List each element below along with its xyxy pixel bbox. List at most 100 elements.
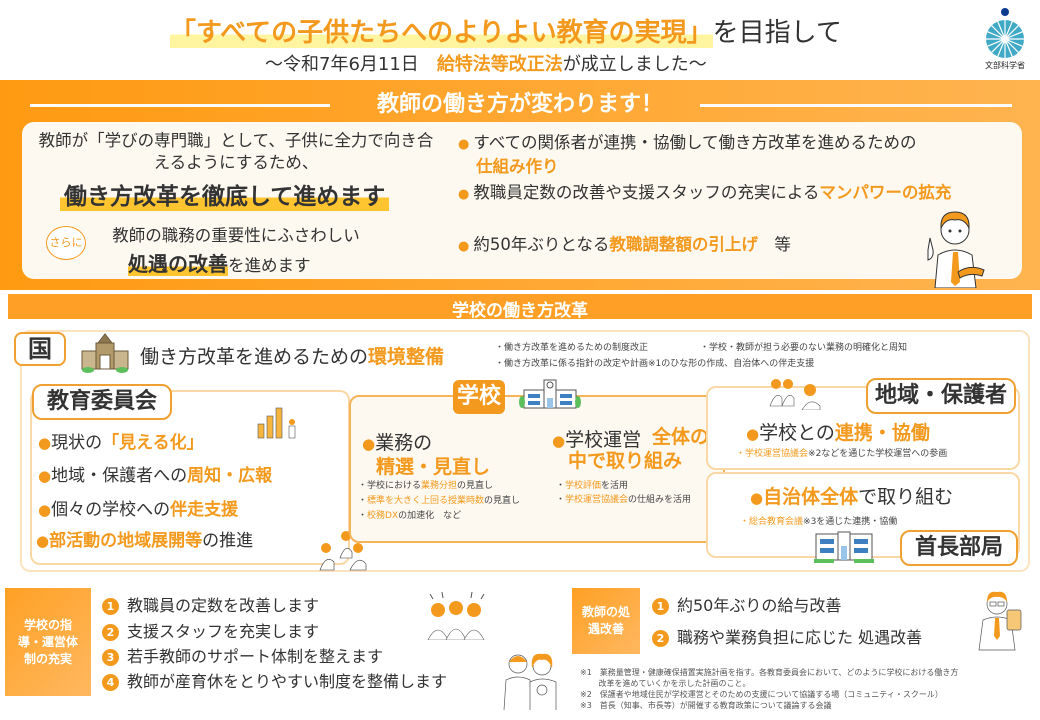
bullet-dot-icon: ● — [458, 137, 470, 152]
national-note-1: ・働き方改革を進めるための制度改正 — [495, 343, 649, 353]
national-note-3: ・働き方改革に係る指針の改定や計画※1のひな形の作成、自治体への伴走支援 — [495, 359, 815, 369]
logo-text: 文部科学省 — [985, 61, 1025, 70]
item-highlight: 「見える化」 — [102, 433, 204, 453]
bullet-dot-icon: ● — [38, 467, 52, 485]
note-hl: 学校運営協議会 — [745, 449, 809, 459]
number-circle-icon: 1 — [102, 598, 119, 615]
community-people-icon — [769, 379, 821, 410]
diet-building-icon — [81, 333, 129, 373]
item-highlight: 部活動の地域展開等 — [49, 531, 203, 551]
bullet-highlight: マンパワーの拡充 — [819, 183, 952, 202]
item-highlight: 周知・広報 — [187, 466, 273, 486]
section2-band — [8, 294, 1032, 319]
note-post: ※2などを通じた学校運営への参画 — [808, 449, 948, 459]
support-system-label-text: 学校の指導・運営体制の充実 — [17, 617, 78, 666]
bullet-highlight: 仕組み作り — [476, 157, 559, 176]
number-circle-icon: 1 — [652, 598, 669, 615]
community-label: 地域・保護者 — [866, 378, 1016, 414]
national-headline-highlight: 環境整備 — [368, 346, 445, 368]
item-suffix: の推進 — [202, 531, 254, 551]
city-hall-icon — [814, 531, 874, 563]
footnote-2: ※2 保護者や地域住民が学校運営とそのための支援について協議する場（コミュニティ… — [580, 690, 943, 699]
note-hl: 校務DX — [367, 511, 399, 521]
support-item-2: 2 支援スタッフを充実します — [102, 618, 319, 642]
bullet-2: ●教職員定数の改善や支援スタッフの充実によるマンパワーの拡充 — [458, 182, 951, 206]
number-circle-icon: 4 — [102, 674, 119, 691]
school-col1-note-3: ・校務DXの加速化 など — [358, 508, 461, 521]
subtitle-highlight: 給特法等改正法 — [436, 54, 563, 75]
number-circle-icon: 2 — [102, 624, 119, 641]
divider-left — [30, 104, 330, 107]
footnote-3: ※3 首長（知事、市長等）が開催する教育政策について議論する会議 — [580, 701, 832, 710]
section2-title: 学校の働き方改革 — [452, 301, 588, 321]
left-text-4: 処遇の改善を進めます — [128, 248, 311, 277]
subtitle-suffix: が成立しました～ — [562, 54, 707, 75]
board-label: 教育委員会 — [32, 384, 172, 420]
teacher-reading-illustration-icon — [927, 211, 985, 288]
item-text: で取り組む — [858, 486, 954, 508]
page-title: 「すべての子供たちへのよりよい教育の実現」を目指して — [170, 12, 842, 49]
school-col2-title: ●学校運営 — [552, 425, 641, 452]
school-col1-note-2: ・標準を大きく上回る授業時数の見直し — [358, 493, 520, 506]
divider-right — [700, 104, 1012, 107]
bullet-1: ●すべての関係者が連携・協働して働き方改革を進めるための仕組み作り — [458, 132, 978, 178]
support-item-text: 教師が産育休をとりやすい制度を整備します — [127, 672, 448, 691]
bullet-dot-icon: ● — [38, 434, 52, 452]
support-item-1: 1 教職員の定数を改善します — [102, 592, 319, 616]
note-post: ※3を通じた連携・協働 — [803, 517, 898, 527]
support-item-4: 4 教師が産育休をとりやすい制度を整備します — [102, 668, 447, 692]
item-highlight: 連携・協働 — [834, 422, 930, 444]
col2-title-text: 学校運営 — [565, 429, 642, 451]
note-pre: ・ — [556, 495, 566, 505]
title-suffix: を目指して — [712, 18, 842, 48]
support-item-text: 教職員の定数を改善します — [127, 596, 320, 615]
treatment-item-2: 2 職務や業務負担に応じた 処遇改善 — [652, 624, 922, 648]
note-post: の仕組みを活用 — [628, 495, 692, 505]
note-pre: ・学校における — [358, 481, 422, 491]
left-headline: 働き方改革を徹底して進めます — [60, 177, 390, 211]
page-subtitle: ～令和7年6月11日 給特法等改正法が成立しました～ — [265, 50, 707, 76]
col1-title-text: 業務の — [375, 432, 433, 454]
note-hl: 総合教育会議 — [749, 517, 804, 527]
support-item-text: 支援スタッフを充実します — [127, 622, 320, 641]
bullet-dot-icon: ● — [552, 432, 566, 450]
item-highlight: 自治体全体 — [763, 486, 859, 508]
treatment-item-text: 職務や業務負担に応じた 処遇改善 — [677, 628, 923, 647]
mayor-label: 首長部局 — [900, 530, 1018, 566]
number-circle-icon: 2 — [652, 630, 669, 647]
left-text-3: 教師の職務の重要性にふさわしい — [112, 226, 360, 245]
national-headline: 働き方改革を進めるための環境整備 — [140, 342, 444, 369]
mayor-note: ・総合教育会議※3を通じた連携・協働 — [740, 517, 898, 527]
school-panel — [349, 395, 725, 543]
section1-title: 教師の働き方が変わります！ — [376, 92, 663, 117]
bullet-text: 教職員定数の改善や支援スタッフの充実による — [473, 183, 820, 202]
left-text-4-suffix: を進めます — [228, 256, 311, 275]
note-post: の見直し — [457, 481, 494, 491]
board-item-2: ●地域・保護者への周知・広報 — [38, 461, 272, 486]
treatment-improvement-label: 教師の処遇改善 — [572, 588, 640, 654]
bullet-3: ●約50年ぶりとなる教職調整額の引上げ 等 — [458, 234, 791, 258]
item-text: 学校との — [759, 422, 835, 444]
board-item-1: ●現状の「見える化」 — [38, 428, 204, 453]
treatment-highlight: 処遇の改善 — [128, 252, 228, 276]
school-label: 学校 — [453, 380, 505, 414]
school-col2-note-2: ・学校運営協議会の仕組みを活用 — [556, 493, 696, 508]
bullet-highlight: 教職調整額の引上げ — [609, 235, 758, 254]
board-item-4: ●部活動の地域展開等の推進 — [36, 526, 253, 551]
treatment-label-text: 教師の処遇改善 — [581, 605, 630, 636]
bullet-text: すべての関係者が連携・協働して働き方改革を進めるための — [473, 133, 917, 152]
parent-with-baby-illustration-icon — [503, 653, 557, 710]
note-post: の加速化 など — [398, 511, 462, 521]
board-item-3: ●個々の学校への伴走支援 — [38, 495, 238, 520]
school-col2-highlight: 全体の中で取り組み — [568, 426, 710, 472]
national-note-2: ・学校・教師が担う必要のない業務の明確化と周知 — [700, 343, 908, 353]
bullet-dot-icon: ● — [362, 435, 376, 453]
subtitle-prefix: ～令和7年6月11日 — [265, 54, 437, 75]
footnote-1: ※1 業務量管理・健康確保措置実施計画を指す。各教育委員会において、どのように学… — [580, 668, 959, 677]
title-highlight: 「すべての子供たちへのよりよい教育の実現」 — [170, 18, 713, 48]
bullet-suffix: 等 — [757, 235, 791, 254]
bullet-dot-icon: ● — [458, 239, 470, 254]
national-headline-text: 働き方改革を進めるための — [140, 346, 369, 368]
school-building-icon — [519, 379, 581, 409]
